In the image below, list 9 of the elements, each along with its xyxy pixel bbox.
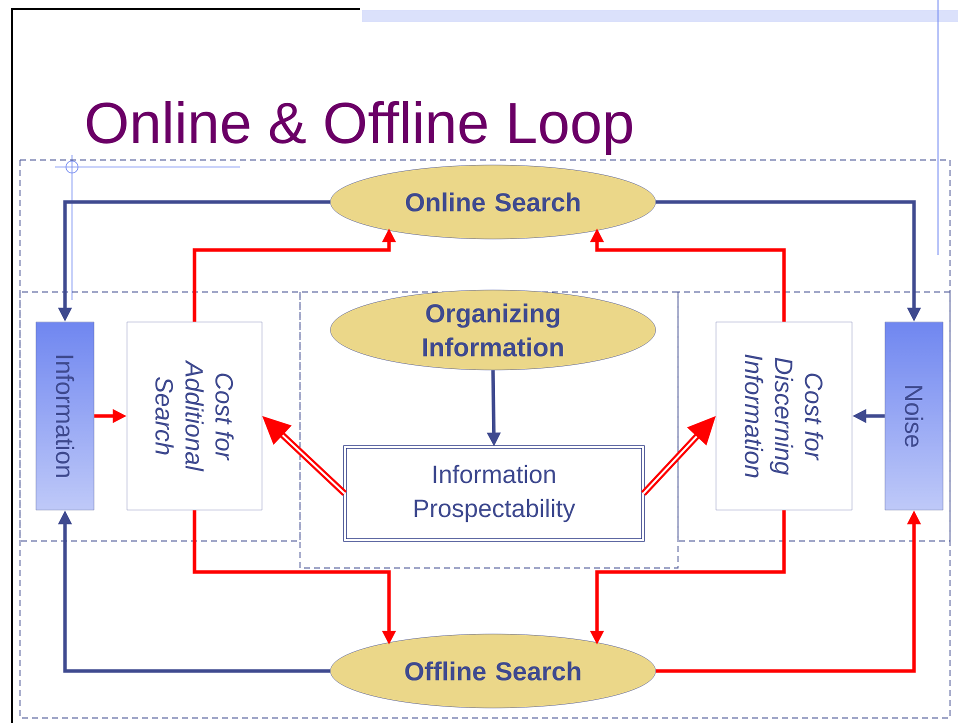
bar-box: Noise <box>884 322 944 510</box>
search-oval: Online Search <box>330 164 656 240</box>
cost-box: Cost for Discerning Information <box>716 322 852 510</box>
bar-box: Information <box>36 322 94 510</box>
cost-box: Cost for Additional Search <box>126 322 262 510</box>
search-oval: Organizing Information <box>330 290 656 370</box>
search-oval: Offline Search <box>330 634 656 708</box>
double-border-box: Information Prospectability <box>343 445 645 542</box>
slide-title: Online & Offline Loop <box>86 100 632 156</box>
